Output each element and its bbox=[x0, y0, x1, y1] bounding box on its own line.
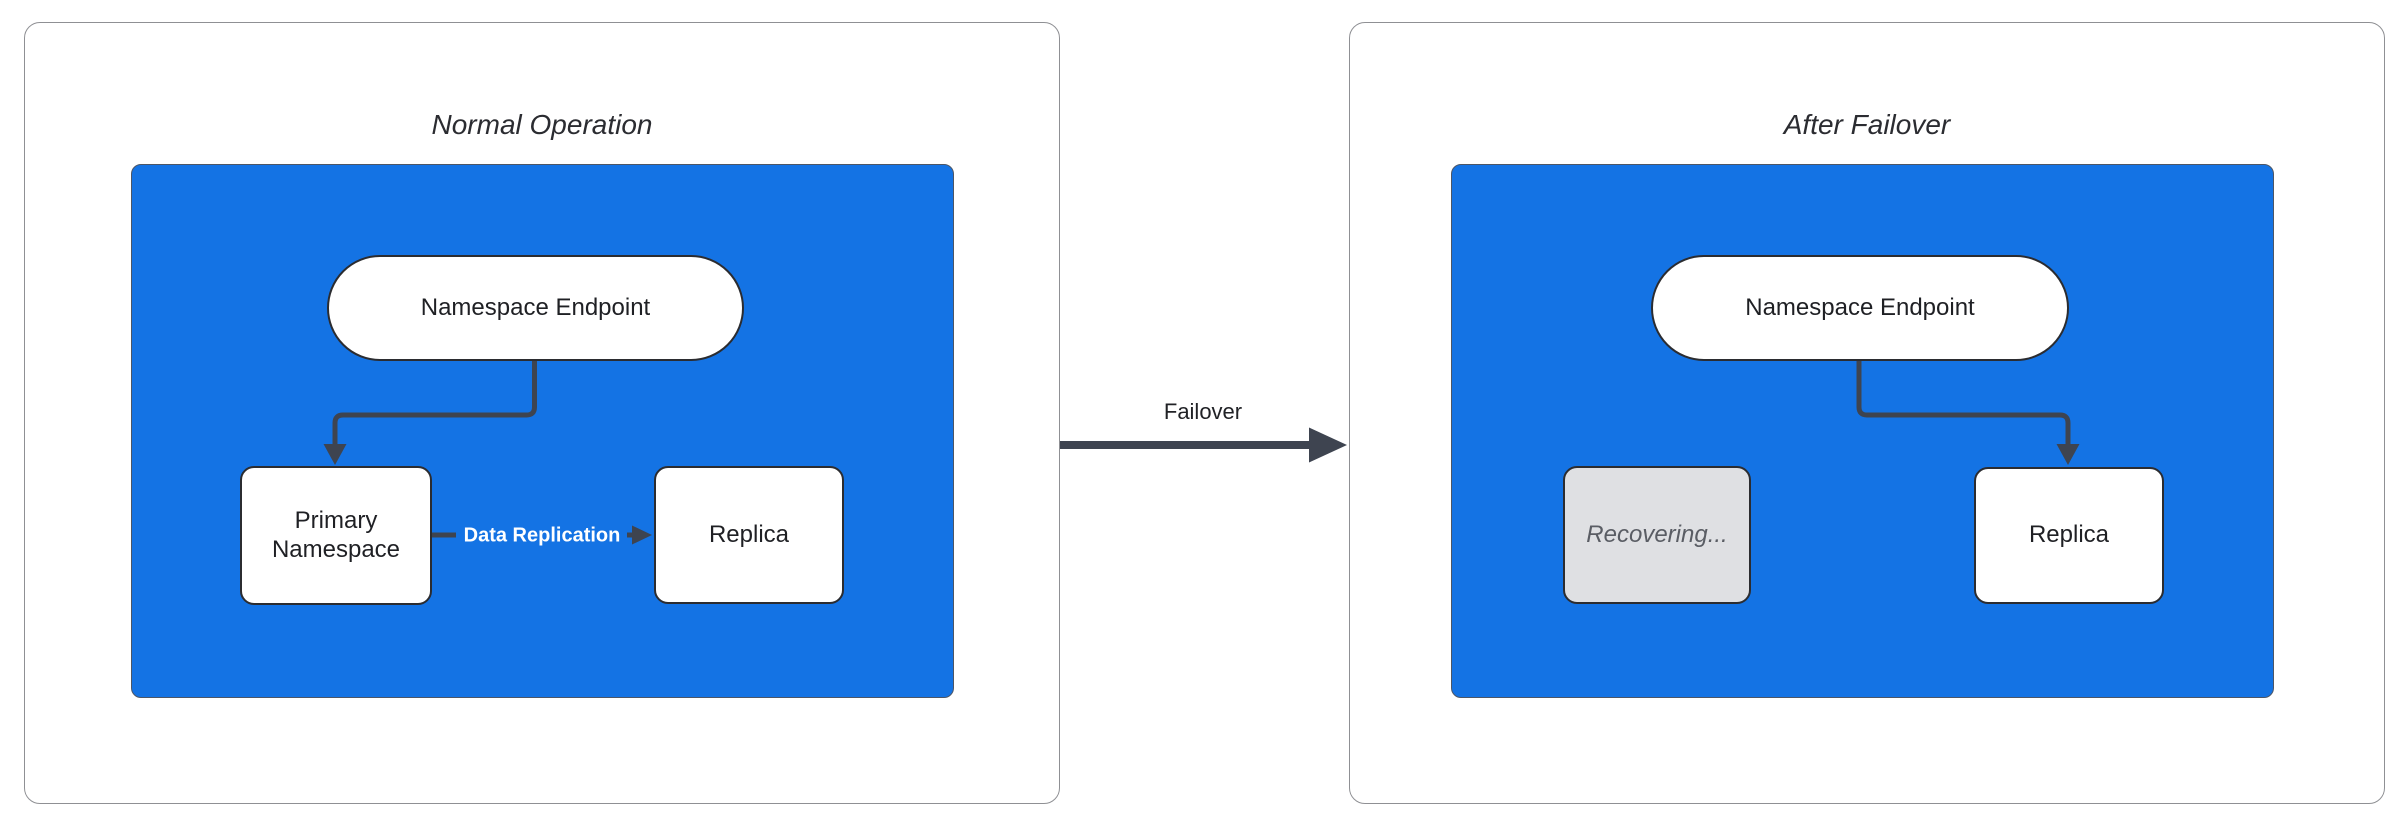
panel-normal-operation: Normal Operation Namespace Endpoint Prim… bbox=[24, 22, 1060, 804]
primary-namespace-node: Primary Namespace bbox=[240, 466, 432, 605]
replication-arrowhead bbox=[632, 525, 652, 545]
namespace-cluster-failover bbox=[1451, 164, 2274, 698]
failover-arrowhead bbox=[1309, 427, 1347, 463]
node-label: Namespace Endpoint bbox=[1745, 293, 1975, 321]
namespace-endpoint-node-left: Namespace Endpoint bbox=[327, 255, 744, 361]
replica-node-right: Replica bbox=[1974, 467, 2164, 604]
endpoint-to-replica-arrowhead bbox=[2056, 444, 2080, 465]
replica-node-left: Replica bbox=[654, 466, 844, 604]
failover-label: Failover bbox=[1163, 399, 1243, 424]
endpoint-to-replica-connector bbox=[1856, 360, 2071, 446]
recovering-node: Recovering... bbox=[1563, 466, 1751, 604]
namespace-endpoint-node-right: Namespace Endpoint bbox=[1651, 255, 2069, 361]
node-label: Namespace Endpoint bbox=[420, 293, 651, 321]
endpoint-to-primary-arrowhead bbox=[323, 444, 347, 465]
panel-title-normal-operation: Normal Operation bbox=[431, 109, 653, 140]
endpoint-to-primary-connector bbox=[332, 360, 537, 446]
panel-after-failover: After Failover Namespace Endpoint Recove… bbox=[1349, 22, 2385, 804]
node-label: Replica bbox=[708, 520, 790, 548]
data-replication-label: Data Replication bbox=[463, 524, 621, 547]
namespace-cluster-normal bbox=[131, 164, 954, 698]
panel-title-after-failover: After Failover bbox=[1783, 109, 1951, 140]
node-label: Primary Namespace bbox=[271, 506, 401, 563]
node-label: Recovering... bbox=[1586, 520, 1728, 548]
node-label: Replica bbox=[2028, 521, 2110, 549]
